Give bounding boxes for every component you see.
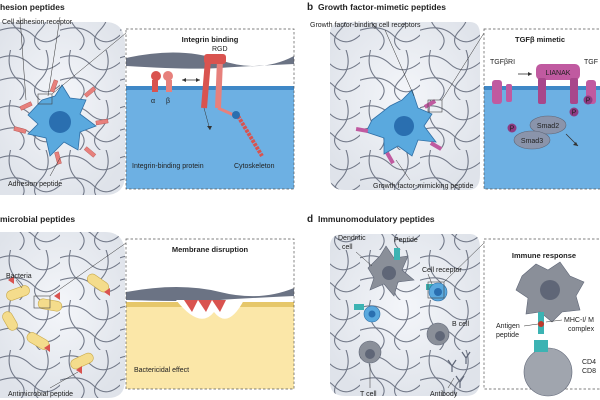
inset-a-cytoplasm <box>126 88 294 189</box>
svg-text:P: P <box>572 110 577 117</box>
phosphate-groups: P P P <box>507 95 593 133</box>
free-integrin <box>151 71 173 92</box>
label-t-cell: T cell <box>360 391 377 398</box>
panel-c-matrix <box>0 232 125 398</box>
label-adhesion-peptide: Adhesion peptide <box>8 181 62 188</box>
inset-d: Immune response Antigen peptide MHC-I/ M… <box>483 238 600 397</box>
label-peptide-d: Peptide <box>394 237 418 244</box>
integrin-receptor <box>201 54 237 118</box>
antigen-presenting-cell <box>515 261 585 323</box>
panel-d-letter: d <box>307 214 313 225</box>
panel-d-title: Immunomodulatory peptides <box>318 214 435 224</box>
label-smad3: Smad3 <box>521 138 543 145</box>
inset-b-title: TGFβ mimetic <box>515 35 565 44</box>
label-beta: β <box>166 98 170 105</box>
label-antigen-peptide: peptide <box>496 332 519 339</box>
inset-b: TGFβ mimetic TGFβRI TGF LIANAK Smad2 Sma… <box>483 28 600 190</box>
label-antibody: Antibody <box>430 391 458 398</box>
inset-c-title: Membrane disruption <box>172 245 249 254</box>
label-growth-peptide: Growth factor-mimicking peptide <box>373 183 473 190</box>
label-antigen: Antigen <box>496 323 520 330</box>
cell-nucleus <box>49 111 71 133</box>
t-cell-inset <box>523 340 573 397</box>
dendritic-cell <box>367 245 415 297</box>
label-tgfbri: TGFβRI <box>490 59 515 66</box>
t-cell <box>358 340 382 364</box>
label-lianak: LIANAK <box>546 70 571 77</box>
label-cd4: CD4 <box>582 359 596 366</box>
panel-c-title: microbial peptides <box>0 214 75 224</box>
label-b-cell: B cell <box>452 321 470 328</box>
cytoskeleton <box>232 111 264 158</box>
label-mhc: MHC-I/ M <box>564 317 594 324</box>
label-dendritic-cell: cell <box>342 244 353 251</box>
lianak-complex: LIANAK <box>536 64 580 104</box>
panel-c: microbial peptides Bacteria Antimicrobia… <box>0 214 295 398</box>
activated-cells <box>363 282 448 323</box>
inset-c-bacterium <box>126 306 294 389</box>
label-tgf: TGF <box>584 59 598 66</box>
label-alpha: α <box>151 98 155 105</box>
adhesion-peptides <box>13 79 109 165</box>
inset-c: Membrane disruption Bactericidal effect <box>125 238 295 390</box>
label-cd8: CD8 <box>582 368 596 375</box>
label-smad2: Smad2 <box>537 123 559 130</box>
growth-peptides <box>355 99 443 165</box>
panel-b: b Growth factor-mimetic peptides Growth … <box>307 2 600 190</box>
inset-a-title: Integrin binding <box>182 35 239 44</box>
b-cell <box>426 322 450 346</box>
svg-text:P: P <box>510 126 515 133</box>
mhc-complex <box>538 312 544 334</box>
svg-text:P: P <box>586 98 591 105</box>
inset-a: Integrin binding RGD α β <box>125 28 295 190</box>
label-bacteria: Bacteria <box>6 273 32 280</box>
panel-b-letter: b <box>307 2 313 13</box>
label-antimicrobial-peptide: Antimicrobial peptide <box>8 391 73 398</box>
antimicrobial-peptides <box>8 276 110 374</box>
panel-a-cell <box>27 84 97 157</box>
label-cytoskeleton: Cytoskeleton <box>234 163 275 170</box>
label-rgd: RGD <box>212 46 228 53</box>
label-cell-adhesion-receptor: Cell adhesion receptor <box>2 19 73 26</box>
inset-d-title: Immune response <box>512 251 576 260</box>
panel-b-cell <box>365 89 437 157</box>
label-integrin-binding-protein: Integrin-binding protein <box>132 163 204 170</box>
panel-d: d Immunomodulatory peptides <box>307 214 600 398</box>
smad-proteins: Smad2 Smad3 <box>513 115 567 150</box>
panel-a-title: hesion peptides <box>0 2 65 12</box>
zoom-box-a <box>37 93 53 105</box>
label-mhc-complex: complex <box>568 326 595 333</box>
label-bactericidal-effect: Bactericidal effect <box>134 367 189 374</box>
label-growth-receptors: Growth factor-binding cell receptors <box>310 22 421 29</box>
panel-a: hesion peptides Cell adhesion receptor A… <box>0 2 295 195</box>
panel-b-title: Growth factor-mimetic peptides <box>318 2 446 12</box>
label-cell-receptor: Cell receptor <box>422 267 462 274</box>
antibodies <box>447 351 471 388</box>
membrane-pore <box>176 300 244 319</box>
label-dendritic: Dendritic <box>338 235 366 242</box>
